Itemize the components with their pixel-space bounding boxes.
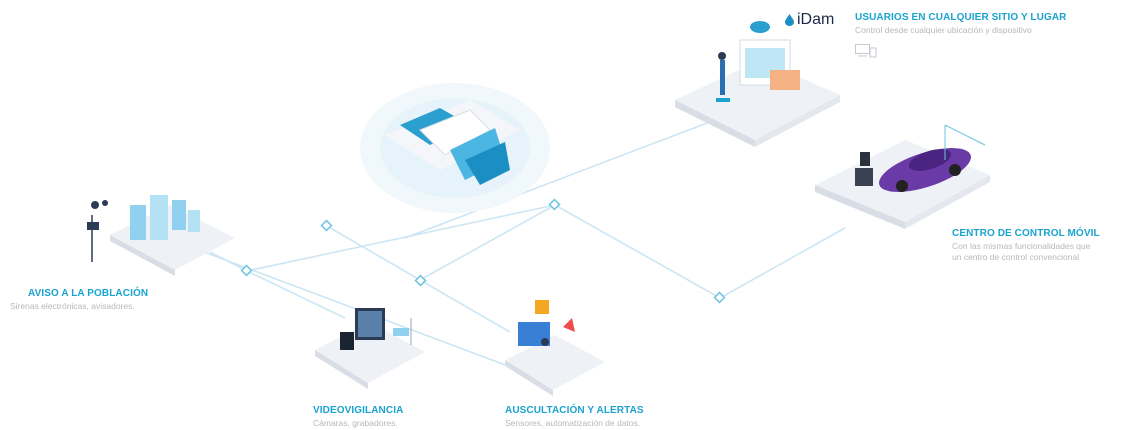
mobile-control-car-illustration: [815, 124, 990, 229]
section-title: CENTRO DE CONTROL MÓVIL: [952, 228, 1100, 239]
connector-line: [419, 279, 511, 333]
section-title: VIDEOVIGILANCIA: [313, 405, 404, 416]
section-description: Sirenas electrónicas, avisadores.: [10, 301, 135, 311]
connector-line: [719, 227, 846, 299]
cloud-server-illustration: [675, 21, 840, 147]
connector-line: [419, 204, 556, 281]
water-drop-icon: [785, 14, 794, 26]
section-description: Sensores, automatización de datos.: [505, 418, 641, 428]
connector-line: [326, 225, 421, 281]
city-sirens-illustration: [87, 195, 235, 276]
video-surveillance-illustration: [315, 308, 425, 389]
section-aviso: AVISO A LA POBLACIÓN Sirenas electrónica…: [10, 288, 148, 312]
section-usuarios: USUARIOS EN CUALQUIER SITIO Y LUGAR Cont…: [855, 12, 1066, 36]
connector-line: [404, 119, 716, 239]
section-description-line2: un centro de control convencional: [952, 252, 1080, 262]
network-node: [414, 274, 427, 287]
network-node: [320, 219, 333, 232]
section-title: AVISO A LA POBLACIÓN: [28, 288, 149, 299]
section-videovigilancia: VIDEOVIGILANCIA Cámaras, grabadores.: [313, 405, 403, 429]
brand-name: iDam: [797, 11, 835, 28]
section-auscultacion: AUSCULTACIÓN Y ALERTAS Sensores, automat…: [505, 405, 644, 429]
section-description-line1: Con las mismas funcionalidades que: [952, 241, 1091, 251]
connector-line: [246, 204, 556, 272]
section-title: AUSCULTACIÓN Y ALERTAS: [505, 405, 644, 416]
dam-illustration: [360, 83, 550, 213]
connector-line: [209, 251, 248, 272]
section-description: Control desde cualquier ubicación y disp…: [855, 25, 1032, 35]
connector-line: [554, 204, 721, 299]
section-title: USUARIOS EN CUALQUIER SITIO Y LUGAR: [855, 12, 1067, 23]
network-node: [713, 291, 726, 304]
connector-line: [246, 270, 346, 319]
network-node: [240, 264, 253, 277]
section-description: Cámaras, grabadores.: [313, 418, 398, 428]
monitoring-alerts-illustration: [505, 300, 605, 396]
devices-icon: [855, 44, 877, 58]
idam-logo: iDam: [785, 11, 834, 29]
network-node: [548, 198, 561, 211]
section-centro-movil: CENTRO DE CONTROL MÓVIL Con las mismas f…: [952, 228, 1100, 263]
